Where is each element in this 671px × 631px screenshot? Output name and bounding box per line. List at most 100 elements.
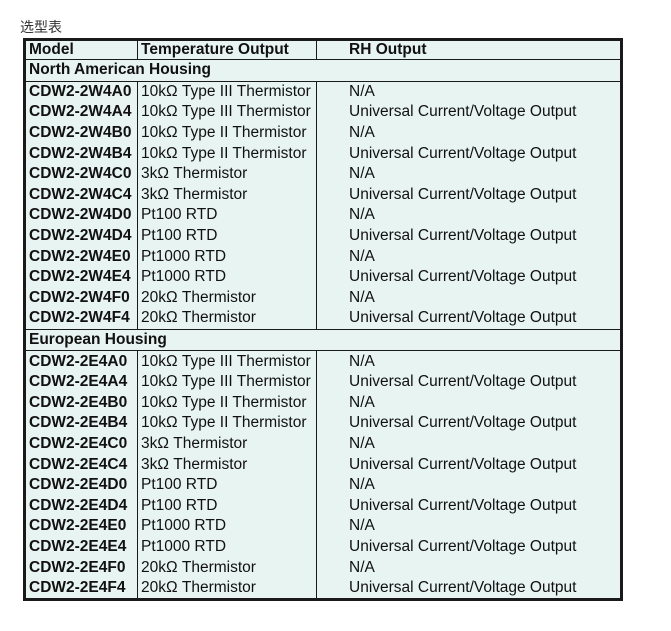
temperature-output-cell: Pt1000 RTD bbox=[137, 536, 317, 558]
temperature-output-cell: Pt100 RTD bbox=[137, 225, 317, 247]
group-title: European Housing bbox=[24, 328, 622, 352]
temperature-output-cell: 10kΩ Type II Thermistor bbox=[137, 413, 317, 434]
temperature-output-cell: Pt100 RTD bbox=[137, 205, 317, 226]
model-cell: CDW2-2W4A4 bbox=[24, 102, 138, 123]
rh-output-cell: Universal Current/Voltage Output bbox=[349, 537, 577, 555]
model-cell: CDW2-2W4A0 bbox=[24, 81, 138, 103]
rh-output-cell: Universal Current/Voltage Output bbox=[349, 185, 577, 203]
rh-output-cell: N/A bbox=[349, 288, 375, 306]
rh-output-cell: N/A bbox=[349, 206, 375, 224]
model-cell: CDW2-2W4F0 bbox=[24, 287, 138, 309]
rh-output-cell: N/A bbox=[349, 352, 375, 370]
temperature-output-cell: 10kΩ Type II Thermistor bbox=[137, 143, 317, 164]
temperature-output-cell: Pt1000 RTD bbox=[137, 516, 317, 537]
temperature-output-cell: 10kΩ Type III Thermistor bbox=[137, 102, 317, 123]
temperature-output-cell: 3kΩ Thermistor bbox=[137, 433, 317, 455]
rh-output-cell: Universal Current/Voltage Output bbox=[349, 227, 577, 245]
temperature-output-cell: 20kΩ Thermistor bbox=[137, 557, 317, 578]
rh-output-cell: Universal Current/Voltage Output bbox=[349, 579, 577, 597]
model-cell: CDW2-2E4F0 bbox=[24, 557, 138, 578]
model-cell: CDW2-2E4A4 bbox=[24, 371, 138, 393]
rh-output-cell: Universal Current/Voltage Output bbox=[349, 268, 577, 286]
model-cell: CDW2-2E4B4 bbox=[24, 413, 138, 434]
temperature-output-cell: Pt1000 RTD bbox=[137, 246, 317, 267]
rh-output-cell: Universal Current/Voltage Output bbox=[349, 373, 577, 391]
model-cell: CDW2-2W4C0 bbox=[24, 163, 138, 185]
model-cell: CDW2-2E4C4 bbox=[24, 454, 138, 475]
model-cell: CDW2-2W4B0 bbox=[24, 122, 138, 144]
rh-output-cell: N/A bbox=[349, 476, 375, 494]
temperature-output-cell: Pt100 RTD bbox=[137, 474, 317, 496]
header-temperature-output: Temperature Output bbox=[137, 39, 317, 60]
model-cell: CDW2-2E4B0 bbox=[24, 392, 138, 414]
temperature-output-cell: 3kΩ Thermistor bbox=[137, 163, 317, 185]
rh-output-cell: N/A bbox=[349, 124, 375, 142]
model-cell: CDW2-2W4E4 bbox=[24, 266, 138, 288]
rh-output-cell: N/A bbox=[349, 82, 375, 100]
model-cell: CDW2-2E4C0 bbox=[24, 433, 138, 455]
rh-output-cell: Universal Current/Voltage Output bbox=[349, 414, 577, 432]
rh-output-cell: Universal Current/Voltage Output bbox=[349, 455, 577, 473]
temperature-output-cell: 20kΩ Thermistor bbox=[137, 577, 317, 600]
group-header-row: North American Housing bbox=[24, 59, 622, 82]
temperature-output-cell: 10kΩ Type II Thermistor bbox=[137, 392, 317, 414]
model-cell: CDW2-2W4E0 bbox=[24, 246, 138, 267]
model-selection-table: Model Temperature Output RH Output North… bbox=[23, 38, 623, 602]
model-cell: CDW2-2W4D0 bbox=[24, 205, 138, 226]
model-cell: CDW2-2W4B4 bbox=[24, 143, 138, 164]
model-cell: CDW2-2E4E0 bbox=[24, 516, 138, 537]
model-cell: CDW2-2W4D4 bbox=[24, 225, 138, 247]
temperature-output-cell: Pt1000 RTD bbox=[137, 266, 317, 288]
temperature-output-cell: 10kΩ Type II Thermistor bbox=[137, 122, 317, 144]
model-cell: CDW2-2W4C4 bbox=[24, 184, 138, 206]
rh-output-cell: Universal Current/Voltage Output bbox=[349, 309, 577, 327]
temperature-output-cell: 10kΩ Type III Thermistor bbox=[137, 350, 317, 372]
model-cell: CDW2-2E4E4 bbox=[24, 536, 138, 558]
model-cell: CDW2-2E4D0 bbox=[24, 474, 138, 496]
model-cell: CDW2-2E4F4 bbox=[24, 577, 138, 600]
table-header-row: Model Temperature Output RH Output bbox=[24, 39, 622, 60]
temperature-output-cell: 3kΩ Thermistor bbox=[137, 184, 317, 206]
temperature-output-cell: 10kΩ Type III Thermistor bbox=[137, 371, 317, 393]
model-cell: CDW2-2W4F4 bbox=[24, 308, 138, 330]
rh-output-cell: N/A bbox=[349, 517, 375, 535]
rh-output-cell: N/A bbox=[349, 558, 375, 576]
group-title: North American Housing bbox=[24, 59, 622, 82]
rh-output-cell: N/A bbox=[349, 247, 375, 265]
model-cell: CDW2-2E4D4 bbox=[24, 495, 138, 517]
group-header-row: European Housing bbox=[24, 328, 622, 352]
temperature-output-cell: 20kΩ Thermistor bbox=[137, 308, 317, 330]
rh-output-cell: N/A bbox=[349, 165, 375, 183]
page-heading: 选型表 bbox=[20, 20, 62, 36]
model-cell: CDW2-2E4A0 bbox=[24, 350, 138, 372]
rh-output-cell: N/A bbox=[349, 393, 375, 411]
rh-output-cell: N/A bbox=[349, 434, 375, 452]
rh-output-cell: Universal Current/Voltage Output bbox=[349, 496, 577, 514]
rh-output-cell: Universal Current/Voltage Output bbox=[349, 103, 577, 121]
rh-output-cell: Universal Current/Voltage Output bbox=[349, 144, 577, 162]
